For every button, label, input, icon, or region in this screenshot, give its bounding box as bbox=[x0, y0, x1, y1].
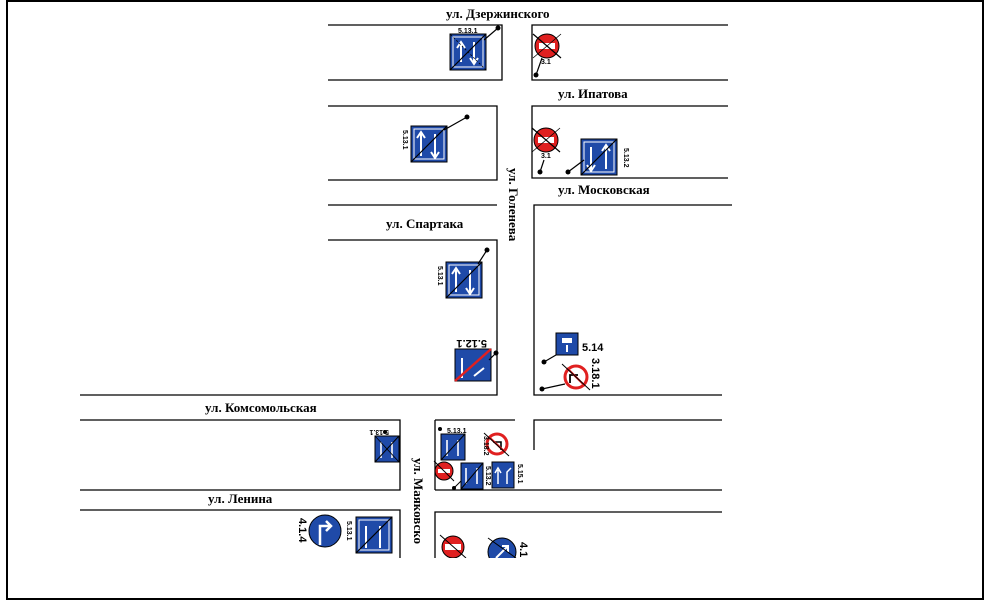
sign-code-5-13-1-a: 5.13.1 bbox=[458, 28, 478, 35]
block-edge bbox=[80, 509, 401, 558]
lane-sign-5-13-1-icon bbox=[410, 114, 470, 163]
direction-sign-4-1-5-icon bbox=[487, 537, 517, 558]
lane-sign-5-13-1-icon bbox=[438, 427, 466, 461]
bus-lane-sign-5-14-icon bbox=[541, 332, 579, 365]
no-entry-sign-3-1-icon bbox=[532, 33, 562, 78]
lane-sign-5-13-1-icon bbox=[374, 430, 400, 463]
sign-code-5-13-1-c: 5.13.1 bbox=[436, 266, 443, 286]
block-edge bbox=[328, 105, 498, 181]
sign-code-5-13-1-f: 5.13.1 bbox=[345, 521, 352, 541]
block-edge bbox=[533, 419, 722, 450]
block-edge bbox=[434, 511, 722, 558]
sign-code-4-1-5: 4.1.5 bbox=[517, 542, 529, 558]
sign-code-5-13-1-d: 5.13.1 bbox=[369, 428, 389, 435]
lane-sign-5-13-2-icon bbox=[452, 462, 484, 490]
lane-direction-sign-5-15-1-icon bbox=[491, 461, 515, 489]
street-label-spartaka: ул. Спартака bbox=[386, 216, 464, 231]
sign-code-5-13-1-b: 5.13.1 bbox=[401, 130, 408, 150]
no-entry-sign-icon bbox=[433, 460, 455, 482]
lane-sign-5-13-1-icon bbox=[449, 25, 501, 71]
street-label-komsomolskaya: ул. Комсомольская bbox=[205, 400, 317, 415]
block-edge bbox=[80, 419, 401, 491]
no-entry-sign-icon bbox=[439, 534, 467, 558]
lane-sign-5-13-1-icon bbox=[445, 247, 490, 299]
sign-code-5-13-2: 5.13.2 bbox=[622, 148, 629, 168]
sign-code-5-15-1: 5.15.1 bbox=[516, 464, 523, 484]
no-turn-sign-3-18-1-icon bbox=[539, 363, 591, 392]
sign-code-5-12-1: 5.12.1 bbox=[456, 337, 487, 349]
no-entry-sign-3-1-icon bbox=[531, 127, 561, 175]
road-edges bbox=[80, 24, 732, 558]
sign-code-4-1-4: 4.1.4 bbox=[296, 518, 308, 543]
street-label-mayakovskogo: ул. Маяковско bbox=[411, 458, 426, 544]
sign-code-3-18-2: 3.18.2 bbox=[482, 436, 489, 456]
sign-code-5-13-1-e: 5.13.1 bbox=[447, 428, 467, 435]
no-turn-sign-3-18-2-icon bbox=[483, 432, 510, 457]
street-label-moskovskaya: ул. Московская bbox=[558, 182, 650, 197]
sign-code-5-13-2-b: 5.13.2 bbox=[484, 466, 491, 486]
block-edge bbox=[328, 239, 498, 396]
lane-sign-5-13-2-icon bbox=[565, 138, 618, 176]
lane-end-sign-5-12-1-icon bbox=[454, 348, 499, 382]
sign-code-5-14: 5.14 bbox=[582, 342, 604, 354]
block-edge bbox=[328, 24, 503, 81]
direction-sign-4-1-4-icon bbox=[308, 514, 342, 548]
street-label-goleneva: ул. Голенева bbox=[506, 168, 521, 242]
block-edge bbox=[531, 24, 728, 81]
block-edge bbox=[531, 105, 728, 179]
road-scheme: ул. Дзержинского ул. Ипатова ул. Московс… bbox=[80, 6, 732, 558]
street-label-dzerzhinskogo: ул. Дзержинского bbox=[446, 6, 550, 21]
street-label-ipatova: ул. Ипатова bbox=[558, 86, 628, 101]
lane-sign-5-13-1-icon bbox=[355, 516, 393, 554]
sign-code-3-1-b: 3.1 bbox=[541, 153, 551, 160]
sign-code-3-18-1: 3.18.1 bbox=[589, 358, 601, 389]
block-edge bbox=[533, 204, 732, 396]
street-label-lenina: ул. Ленина bbox=[208, 491, 273, 506]
sign-code-3-1-a: 3.1 bbox=[541, 59, 551, 66]
